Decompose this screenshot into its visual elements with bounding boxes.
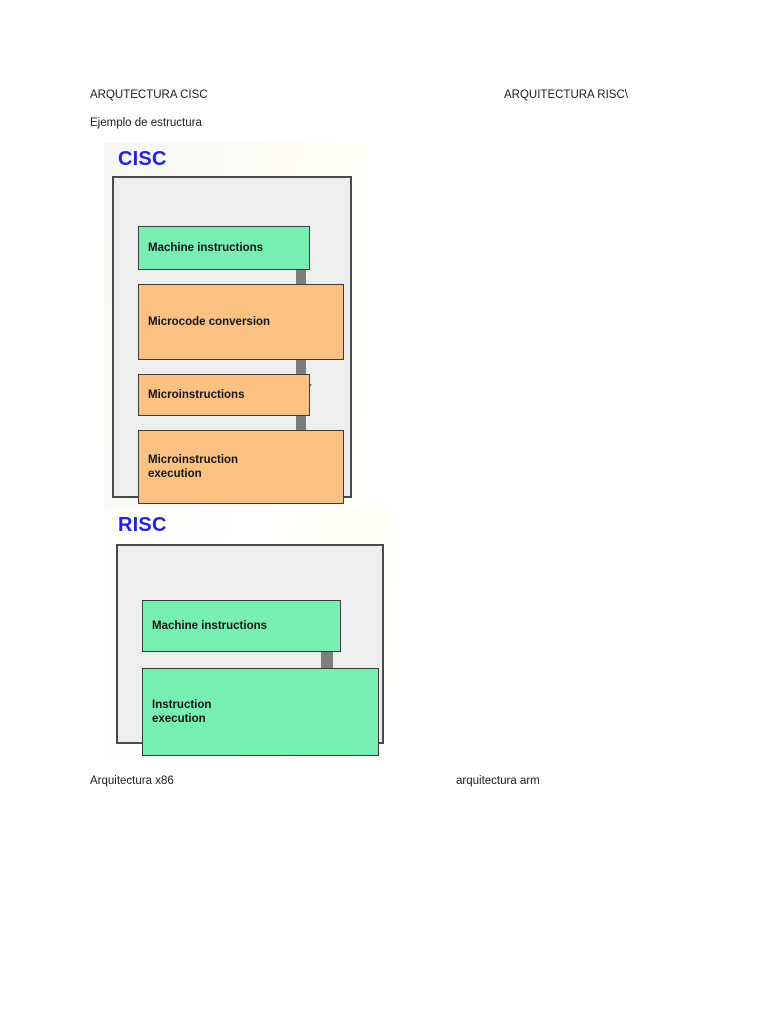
cisc-block-microinstruction-execution: Microinstruction execution <box>138 430 344 504</box>
figure-title-risc: RISC <box>118 514 167 536</box>
risc-block-label: Instruction execution <box>152 698 212 725</box>
cisc-block-microinstructions: Microinstructions <box>138 374 310 416</box>
cisc-block-microcode-conversion: Microcode conversion <box>138 284 344 360</box>
figure-risc-architecture: RISC Machine instructions Instruction ex… <box>104 508 396 760</box>
risc-block-instruction-execution: Instruction execution <box>142 668 379 756</box>
arrow-shaft <box>296 354 306 386</box>
caption-architecture-x86: Arquitectura x86 <box>90 775 174 787</box>
heading-architecture-cisc: ARQUTECTURA CISC <box>90 89 208 101</box>
cisc-block-machine-instructions: Machine instructions <box>138 226 310 270</box>
figure-cisc-architecture: CISC Machine instructions Microcode conv… <box>104 142 370 508</box>
risc-block-machine-instructions: Machine instructions <box>142 600 341 652</box>
cisc-diagram-frame: Machine instructions Microcode conversio… <box>112 176 352 504</box>
heading-architecture-risc: ARQUITECTURA RISC\ <box>504 89 628 101</box>
cisc-block-label: Microinstructions <box>148 388 245 401</box>
cisc-block-label: Microinstruction execution <box>148 453 239 480</box>
arrow-shaft <box>296 410 306 446</box>
subtitle-example-structure: Ejemplo de estructura <box>90 117 202 129</box>
caption-architecture-arm: arquitectura arm <box>456 775 540 787</box>
cisc-block-label: Machine instructions <box>148 241 264 254</box>
figure-title-cisc: CISC <box>118 148 167 170</box>
cisc-block-label: Microcode conversion <box>148 315 271 328</box>
risc-diagram-frame: Machine instructions Instruction executi… <box>116 544 384 756</box>
risc-block-label: Machine instructions <box>152 619 268 632</box>
arrow-shaft <box>296 264 306 292</box>
